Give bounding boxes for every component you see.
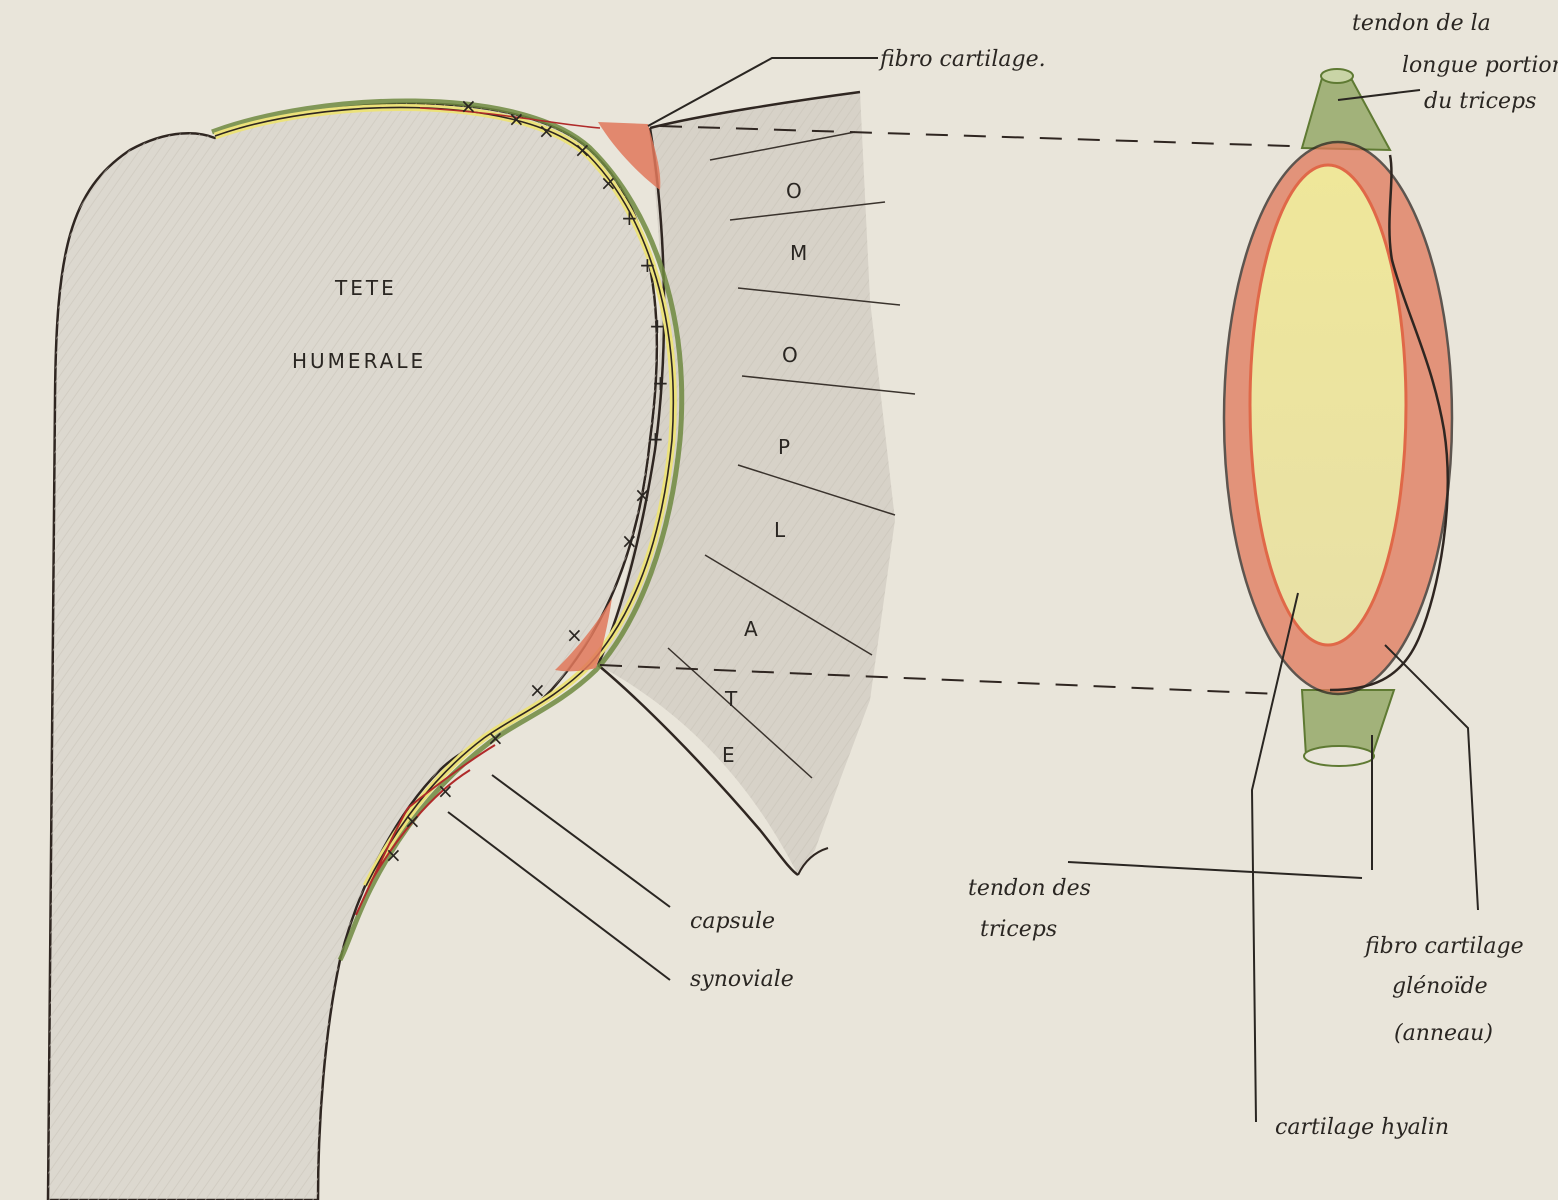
svg-text:×: × <box>529 678 546 702</box>
label-tendon-long-3: du triceps <box>1424 89 1536 114</box>
svg-text:×: × <box>538 119 555 143</box>
scapula-letter-t: T <box>724 687 738 711</box>
scapula-letter-o1: O <box>786 179 802 203</box>
leader-lines <box>447 57 1479 1123</box>
head-label-line1: TETE <box>334 276 397 300</box>
label-tendon-long-1: tendon de la <box>1352 11 1491 36</box>
scapula-letter-a: A <box>744 617 758 641</box>
fibrocartilage-wedge-bottom <box>555 598 612 672</box>
svg-text:+: + <box>639 253 656 277</box>
svg-text:×: × <box>600 171 617 195</box>
label-glenoid-3: (anneau) <box>1394 1021 1493 1046</box>
svg-text:×: × <box>508 107 525 131</box>
scapula-letter-p: P <box>778 435 790 459</box>
svg-text:+: + <box>649 314 666 338</box>
svg-text:×: × <box>460 94 477 118</box>
svg-text:+: + <box>647 427 664 451</box>
svg-text:×: × <box>437 779 454 803</box>
svg-text:×: × <box>404 809 421 833</box>
label-tendon-long-2: longue portion <box>1402 53 1558 78</box>
glenoid-view <box>1222 68 1454 767</box>
label-tendon-triceps-2: triceps <box>980 917 1057 942</box>
capsule-line <box>419 107 601 129</box>
label-fibrocartilage: fibro cartilage. <box>878 47 1046 72</box>
svg-text:×: × <box>385 843 402 867</box>
head-label-line2: HUMERALE <box>292 349 426 373</box>
scapula-letter-l: L <box>774 518 786 542</box>
label-capsule: capsule <box>690 909 775 934</box>
dashed-line-top <box>659 125 1291 147</box>
label-glenoid-1: fibro cartilage <box>1363 934 1524 959</box>
label-synoviale: synoviale <box>690 967 794 992</box>
fibrocartilage-wedge-top <box>598 122 661 190</box>
scapula-letter-m: M <box>790 241 807 265</box>
svg-text:×: × <box>566 623 583 647</box>
scapula-letter-e: E <box>722 743 735 767</box>
hyaline-cartilage <box>1248 163 1408 647</box>
svg-text:×: × <box>487 726 504 750</box>
svg-text:×: × <box>634 483 651 507</box>
svg-text:+: + <box>652 371 669 395</box>
label-hyaline: cartilage hyalin <box>1275 1115 1449 1140</box>
svg-text:+: + <box>621 206 638 230</box>
joint-cavity-marks: × × × × × + + + + + × × × × × × × × <box>385 94 669 867</box>
svg-text:×: × <box>574 138 591 162</box>
label-tendon-triceps-1: tendon des <box>968 876 1091 901</box>
svg-text:×: × <box>621 529 638 553</box>
label-glenoid-2: glénoïde <box>1392 974 1488 999</box>
scapula-letter-o2: O <box>782 343 798 367</box>
